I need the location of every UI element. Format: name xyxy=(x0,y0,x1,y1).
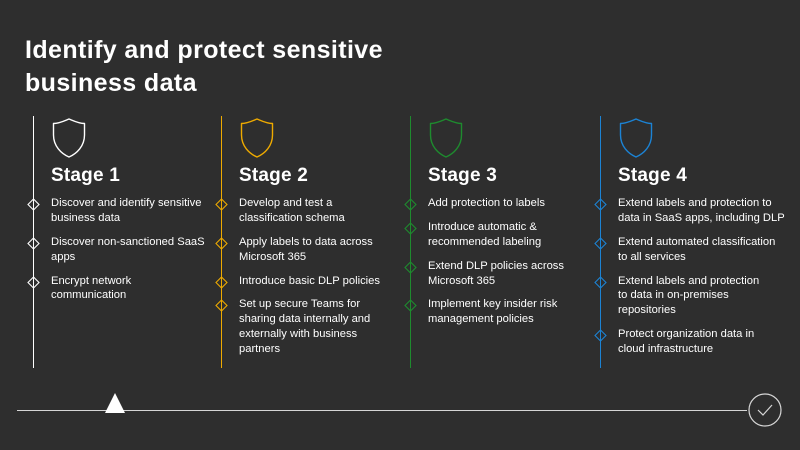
stage-divider-line xyxy=(410,116,411,368)
diamond-icon xyxy=(404,260,417,274)
diamond-icon xyxy=(27,198,40,211)
stage-divider-line xyxy=(600,116,601,368)
bullet-text: Discover non-sanctioned SaaS apps xyxy=(51,235,205,263)
stage-bullet-list: Discover and identify sensitive business… xyxy=(27,196,218,312)
diamond-icon xyxy=(404,222,417,235)
bullet-text: Extend labels and protection to data in … xyxy=(618,274,760,317)
stage-divider-line xyxy=(33,116,34,368)
list-item: Introduce automatic & recommended labeli… xyxy=(404,220,600,250)
bullet-text: Add protection to labels xyxy=(428,197,545,209)
list-item: Extend DLP policies across Microsoft 365 xyxy=(404,259,600,289)
diamond-icon xyxy=(594,237,607,250)
list-item: Protect organization data in cloud infra… xyxy=(594,327,790,357)
bullet-text: Protect organization data in cloud infra… xyxy=(618,328,755,356)
list-item: Extend labels and protection to data in … xyxy=(594,196,790,226)
shield-icon xyxy=(240,118,274,158)
diamond-icon xyxy=(27,237,40,250)
list-item: Discover non-sanctioned SaaS apps xyxy=(27,235,218,265)
diamond-icon xyxy=(404,198,417,211)
bullet-text: Introduce automatic & recommended labeli… xyxy=(428,220,542,248)
list-item: Encrypt network communication xyxy=(27,274,218,304)
bullet-text: Apply labels to data across Microsoft 36… xyxy=(239,235,373,263)
bullet-text: Extend labels and protection to data in … xyxy=(618,197,785,224)
list-item: Extend labels and protection to data in … xyxy=(594,274,790,319)
stage-label-4: Stage 4 xyxy=(618,165,687,186)
list-item: Set up secure Teams for sharing data int… xyxy=(215,297,409,357)
diamond-icon xyxy=(215,198,228,211)
bullet-text: Implement key insider risk management po… xyxy=(428,298,558,326)
list-item: Add protection to labels xyxy=(404,196,600,211)
bullet-text: Extend DLP policies across Microsoft 365 xyxy=(428,259,564,287)
stage-label-2: Stage 2 xyxy=(239,165,308,186)
diamond-icon xyxy=(594,275,607,289)
stage-bullet-list: Develop and test a classification schema… xyxy=(215,196,409,366)
shield-icon xyxy=(619,118,653,158)
bullet-text: Set up secure Teams for sharing data int… xyxy=(239,298,371,356)
bullet-text: Discover and identify sensitive business… xyxy=(51,197,202,224)
list-item: Discover and identify sensitive business… xyxy=(27,196,218,226)
shield-icon xyxy=(429,118,463,158)
diamond-icon xyxy=(404,299,417,313)
stage-label-3: Stage 3 xyxy=(428,165,497,186)
bullet-text: Encrypt network communication xyxy=(51,274,132,302)
bullet-text: Introduce basic DLP policies xyxy=(239,274,380,287)
list-item: Apply labels to data across Microsoft 36… xyxy=(215,235,409,265)
list-item: Develop and test a classification schema xyxy=(215,196,409,226)
bullet-text: Extend automated classification to all s… xyxy=(618,235,776,263)
diamond-icon xyxy=(215,299,228,313)
stage-bullet-list: Extend labels and protection to data in … xyxy=(594,196,790,366)
list-item: Introduce basic DLP policies xyxy=(215,274,409,289)
list-item: Implement key insider risk management po… xyxy=(404,297,600,327)
stage-divider-line xyxy=(221,116,222,368)
stage-label-1: Stage 1 xyxy=(51,165,120,186)
shield-icon xyxy=(52,118,86,158)
bullet-text: Develop and test a classification schema xyxy=(239,197,345,224)
diamond-icon xyxy=(215,275,228,289)
diamond-icon xyxy=(594,198,607,211)
diamond-icon xyxy=(27,275,40,289)
page-title: Identify and protect sensitive business … xyxy=(25,36,383,97)
diamond-icon xyxy=(594,329,607,343)
diamond-icon xyxy=(215,237,228,250)
list-item: Extend automated classification to all s… xyxy=(594,235,790,265)
